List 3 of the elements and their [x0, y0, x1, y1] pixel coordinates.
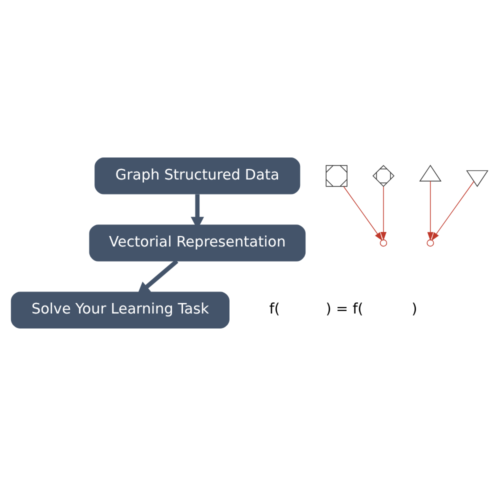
label: ) = f(	[326, 301, 364, 318]
label: )	[412, 301, 418, 318]
label: f(	[269, 301, 280, 318]
